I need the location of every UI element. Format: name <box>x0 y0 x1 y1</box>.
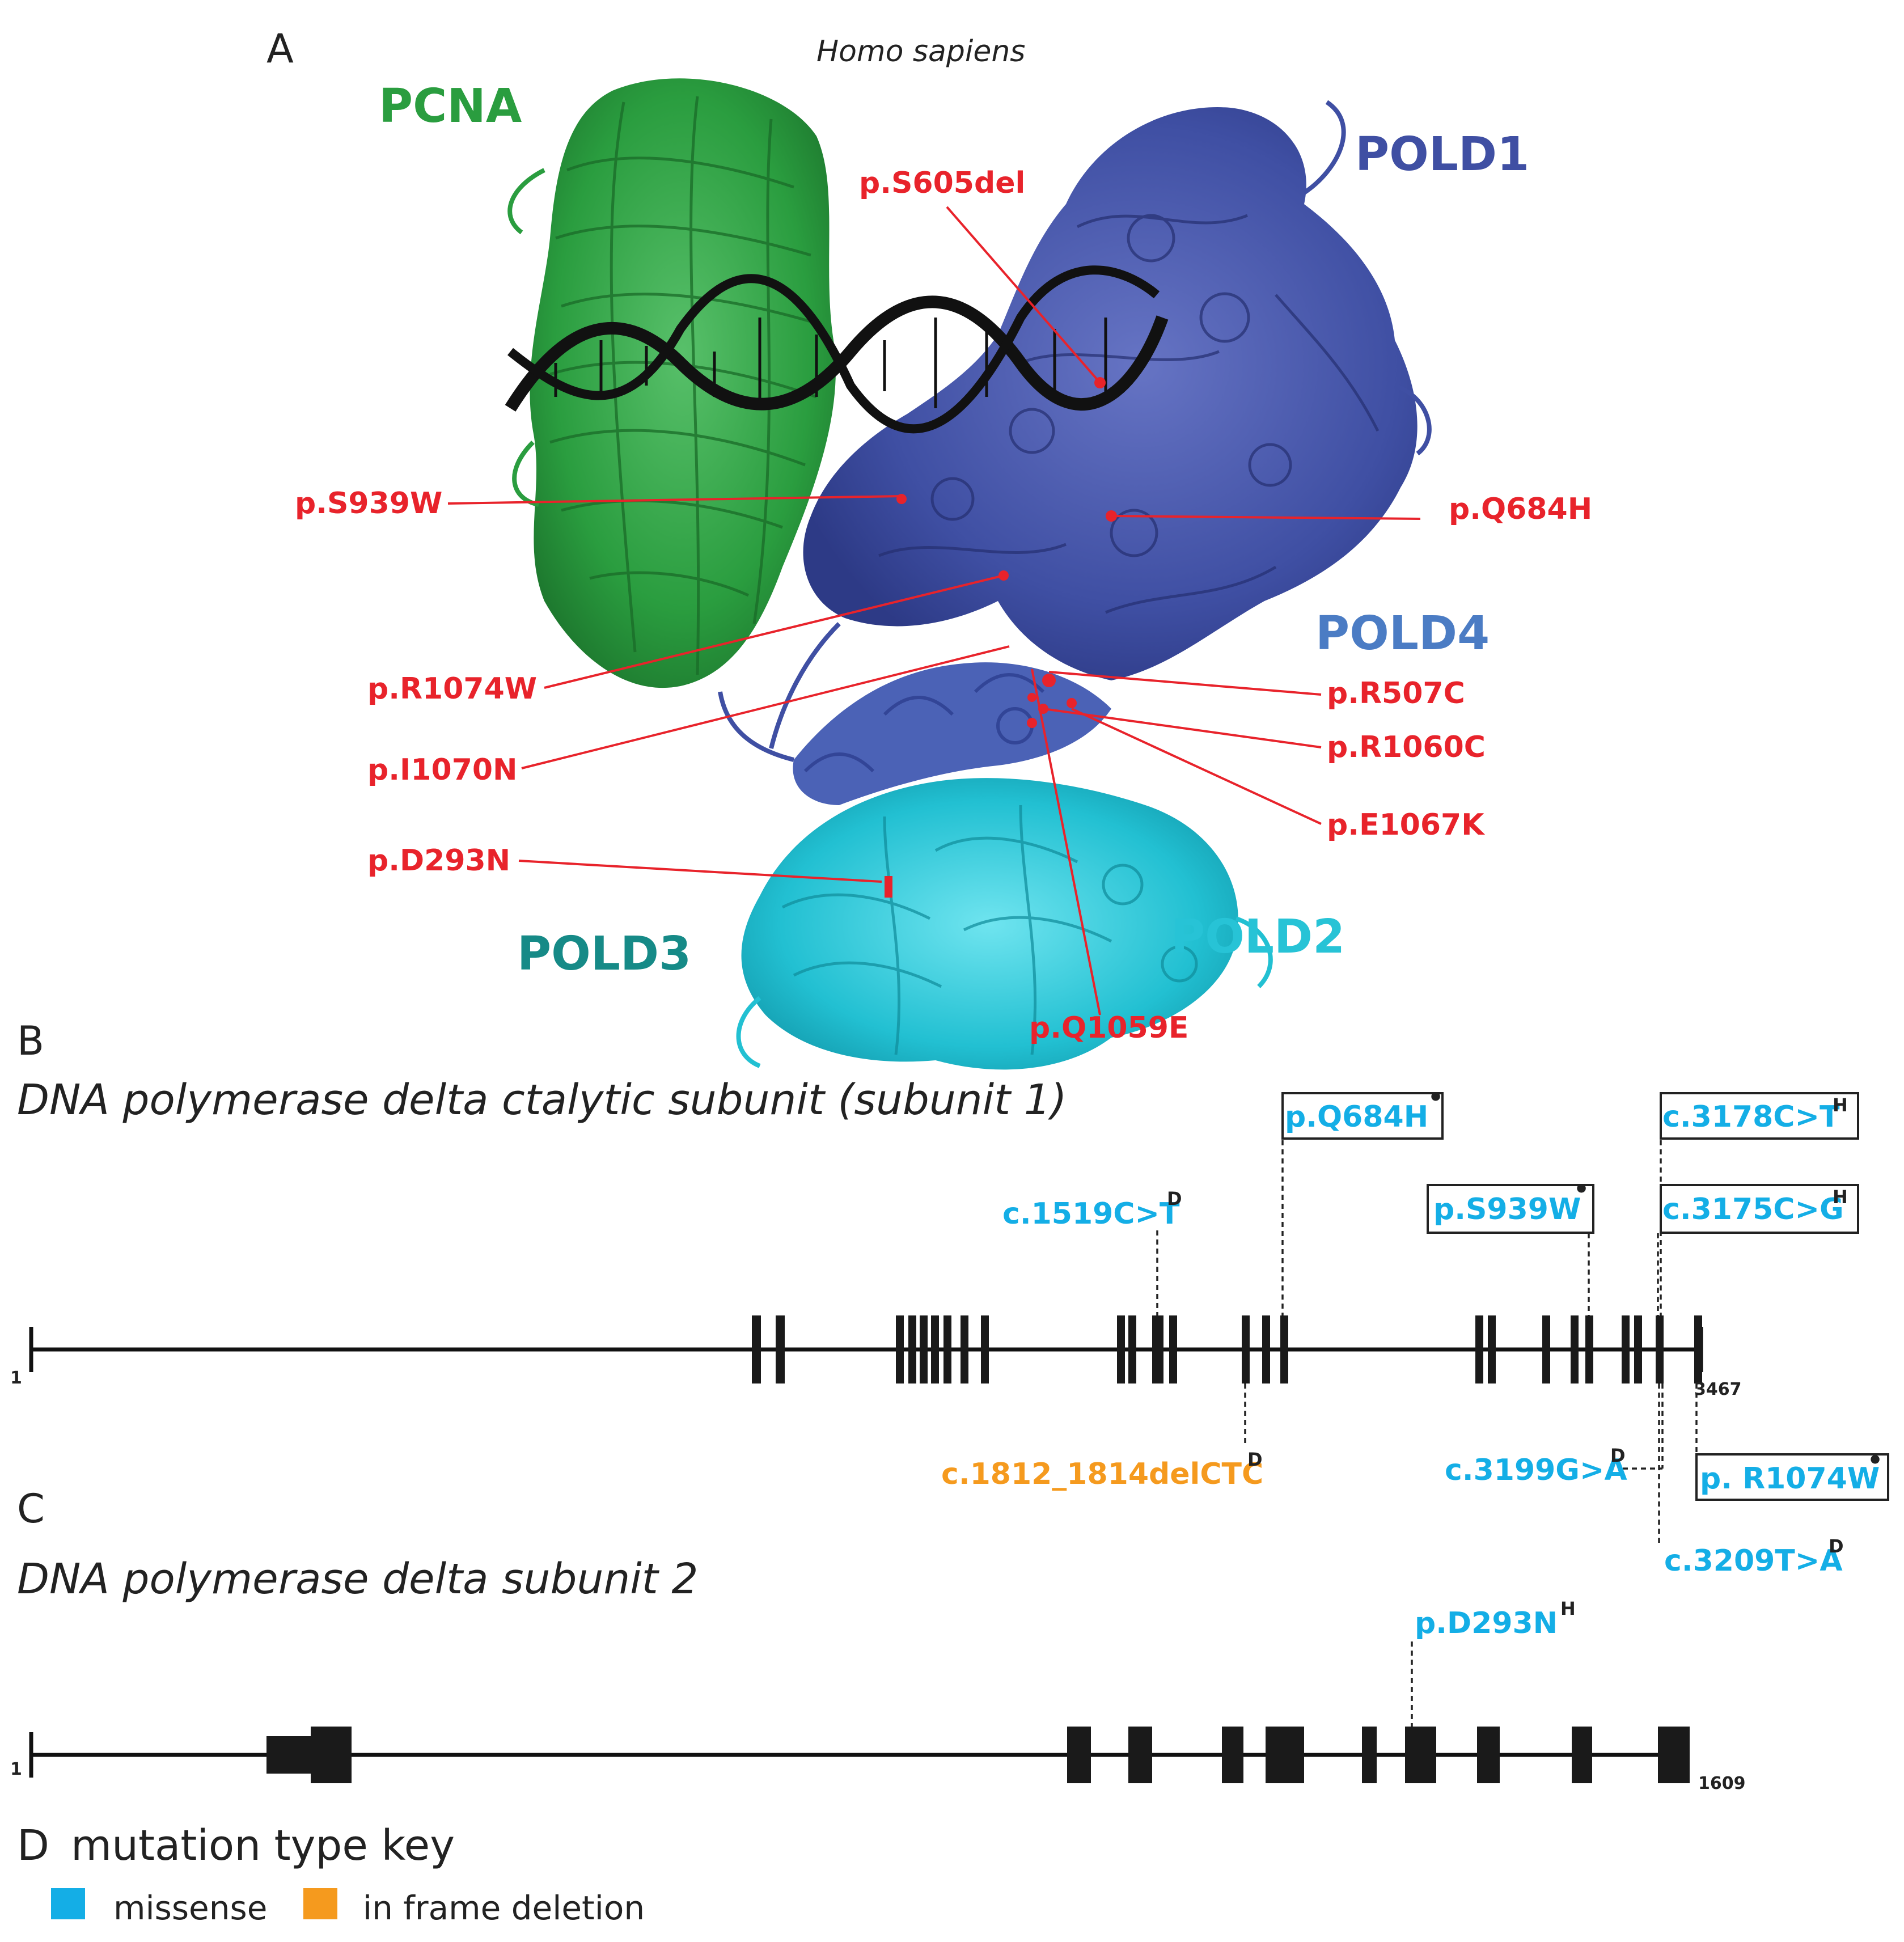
mutation-leader-lines <box>447 206 1421 1016</box>
key-label-deletion: in frame deletion <box>363 1889 645 1927</box>
annotation-q684h: p.Q684H <box>1285 1100 1428 1134</box>
species-label: Homo sapiens <box>816 35 1025 69</box>
subunit-label-pold1: POLD1 <box>1355 128 1529 181</box>
annotation-s939w: p.S939W <box>1433 1192 1581 1226</box>
annotation-c1812: c.1812_1814delCTC <box>941 1457 1263 1491</box>
box-s939w <box>1427 1184 1594 1234</box>
subunit-label-pold3: POLD3 <box>517 927 691 981</box>
mutation-label-r1074w: p.R1074W <box>367 672 537 706</box>
panel-letter-b: B <box>17 1018 44 1064</box>
key-title: mutation type key <box>71 1821 455 1870</box>
mutation-label-q1059e: p.Q1059E <box>1029 1011 1188 1045</box>
box-c3178 <box>1660 1092 1859 1140</box>
annotation-s939w-sup: • <box>1573 1175 1589 1204</box>
gene1-end: 3467 <box>1694 1380 1742 1399</box>
mutation-label-q684h: p.Q684H <box>1449 492 1592 526</box>
gene2-title: DNA polymerase delta subunit 2 <box>17 1555 698 1603</box>
mutation-label-r507c: p.R507C <box>1327 676 1465 710</box>
key-swatch-missense <box>51 1888 85 1919</box>
box-c3175 <box>1660 1184 1859 1234</box>
annotation-r1074w: p. R1074W <box>1700 1462 1880 1496</box>
subunit-label-pcna: PCNA <box>379 79 522 133</box>
annotation-c1519-sup: D <box>1167 1188 1182 1209</box>
panel-letter-d: D <box>17 1821 49 1870</box>
subunit-label-pold4: POLD4 <box>1315 607 1490 661</box>
mutation-label-d293n: p.D293N <box>367 844 510 878</box>
annotation-d293n: p.D293N <box>1415 1606 1558 1640</box>
protein-structure <box>505 78 1432 1070</box>
dna-helix <box>505 265 1169 434</box>
mutation-label-r1060c: p.R1060C <box>1327 730 1486 764</box>
subunit-label-pold2: POLD2 <box>1171 910 1345 964</box>
mutation-label-e1067k: p.E1067K <box>1327 808 1485 842</box>
key-label-missense: missense <box>113 1889 267 1927</box>
mutation-label-i1070n: p.I1070N <box>367 753 518 787</box>
annotation-c3175: c.3175C>G <box>1662 1192 1844 1226</box>
annotation-r1074w-sup: • <box>1867 1446 1883 1475</box>
gene2-map <box>29 1641 1690 1783</box>
mutation-label-s605del: p.S605del <box>859 166 1025 200</box>
gene1-map <box>29 1315 1703 1383</box>
gene2-end: 1609 <box>1698 1774 1746 1793</box>
annotation-c3209-sup: D <box>1829 1535 1844 1557</box>
gene2-start: 1 <box>10 1759 22 1779</box>
panel-letter-c: C <box>17 1486 45 1532</box>
annotation-c3178: c.3178C>T <box>1662 1100 1840 1134</box>
annotation-q684h-sup: • <box>1428 1083 1444 1112</box>
key-swatch-deletion <box>303 1888 337 1919</box>
annotation-c3199-sup: D <box>1610 1445 1626 1466</box>
gene1-start: 1 <box>10 1368 22 1388</box>
box-q684h <box>1281 1092 1444 1140</box>
annotation-c3209: c.3209T>A <box>1664 1544 1843 1578</box>
mutation-label-s939w: p.S939W <box>295 486 442 521</box>
annotation-c1519: c.1519C>T <box>1002 1197 1180 1231</box>
annotation-c3199: c.3199G>A <box>1445 1453 1627 1487</box>
annotation-c3178-sup: H <box>1833 1094 1848 1116</box>
annotation-c1812-sup: D <box>1247 1449 1263 1470</box>
gene1-title: DNA polymerase delta ctalytic subunit (s… <box>17 1076 1067 1124</box>
panel-letter-a: A <box>266 26 294 72</box>
pold2-pold3-ribbon <box>736 778 1273 1070</box>
annotation-c3175-sup: H <box>1833 1186 1848 1208</box>
annotation-d293n-sup: H <box>1560 1598 1576 1619</box>
box-r1074w <box>1695 1453 1889 1501</box>
